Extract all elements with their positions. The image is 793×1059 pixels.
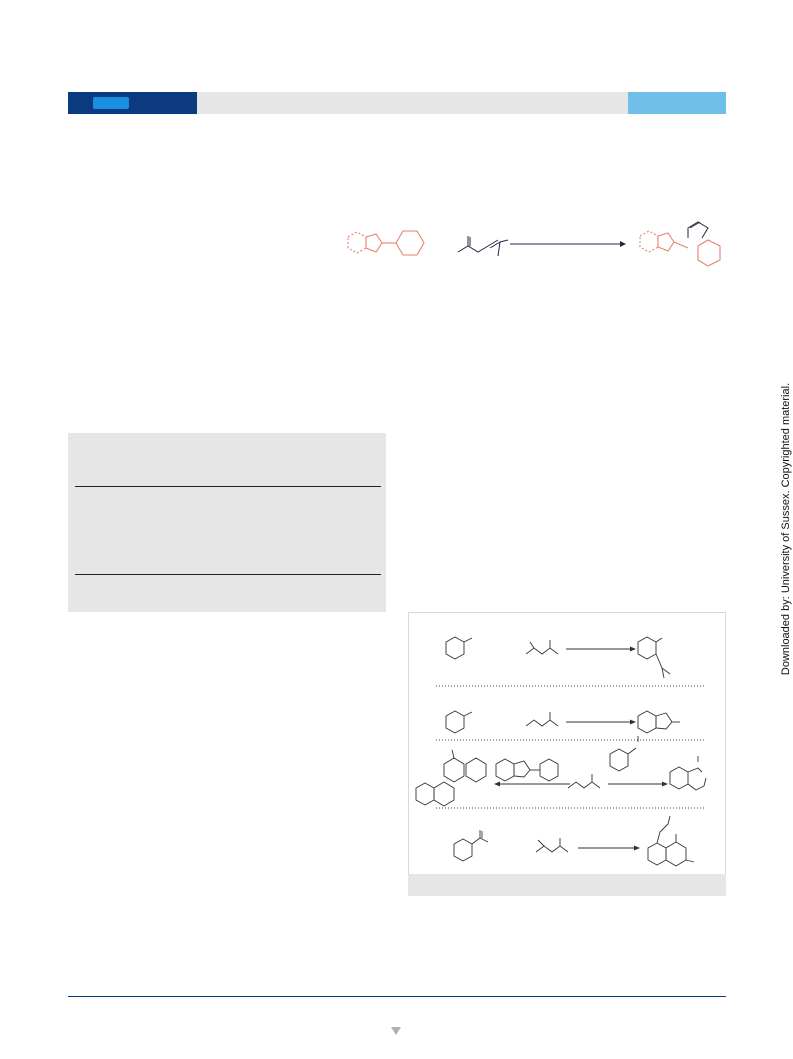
journal-section-chip bbox=[93, 97, 129, 109]
scheme-caption-panel bbox=[408, 874, 726, 896]
starting-heteroarene-drawing bbox=[347, 230, 425, 256]
scheme-panel bbox=[408, 612, 726, 896]
scheme-row-4 bbox=[453, 815, 695, 867]
right-arrow-icon bbox=[510, 241, 626, 247]
scheme-row-2 bbox=[445, 710, 680, 734]
graphical-abstract-scheme bbox=[347, 221, 721, 267]
scheme-row-3 bbox=[415, 736, 707, 807]
journal-header-logo-block bbox=[68, 92, 197, 114]
table-bottom-rule bbox=[75, 574, 381, 575]
reagent-drawing bbox=[457, 236, 509, 257]
scheme-row-1 bbox=[445, 636, 671, 679]
table-panel bbox=[68, 433, 386, 612]
triangle-down-icon[interactable] bbox=[391, 1027, 401, 1035]
download-notice: Downloaded by: University of Sussex. Cop… bbox=[780, 382, 792, 676]
product-drawing bbox=[639, 221, 721, 267]
table-top-rule bbox=[75, 486, 381, 487]
journal-header-accent-block bbox=[628, 92, 726, 114]
scheme-drawing bbox=[415, 636, 707, 867]
journal-header-bar bbox=[68, 92, 726, 114]
footer-rule bbox=[68, 996, 726, 997]
